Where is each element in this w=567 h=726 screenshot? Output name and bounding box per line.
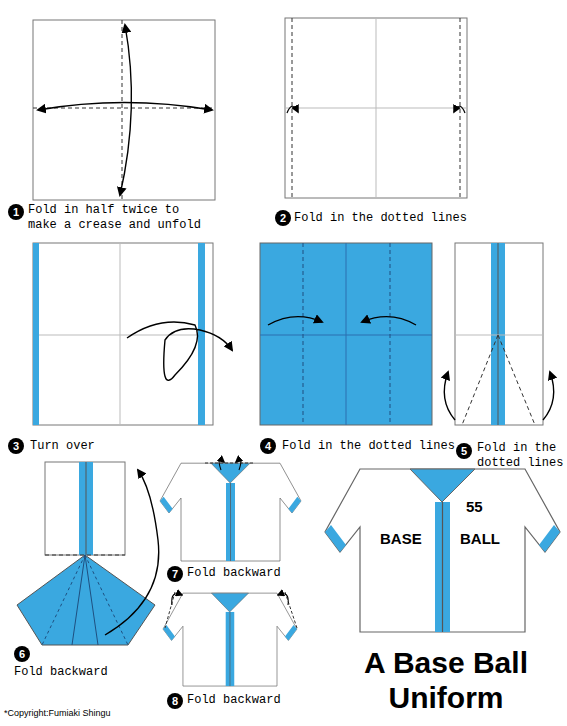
step-number-text: 6 (19, 648, 25, 660)
step-caption: Fold backward (14, 665, 134, 680)
step-number-text: 4 (265, 440, 271, 452)
step-number: 7 (167, 566, 183, 582)
step-number: 3 (8, 438, 24, 454)
step-number-text: 7 (172, 568, 178, 580)
step-caption: Fold in the dotted lines (282, 439, 457, 454)
step-number-text: 8 (172, 695, 178, 707)
title: A Base Ball Uniform (330, 645, 562, 715)
shirt-text: BALL (460, 530, 500, 547)
step-number: 1 (8, 204, 24, 220)
step-number-text: 3 (13, 440, 19, 452)
step-number: 6 (14, 646, 30, 662)
step-number: 2 (275, 210, 291, 226)
step-number: 5 (456, 443, 472, 459)
step-number-text: 5 (461, 445, 467, 457)
step-number: 8 (167, 693, 183, 709)
step-caption: Fold in the dotted lines (477, 441, 565, 471)
step-caption: Fold backward (187, 693, 307, 708)
step-caption: Fold in the dotted lines (294, 211, 474, 226)
step-caption: Fold in half twice to make a crease and … (28, 203, 206, 233)
step-number-text: 2 (280, 212, 286, 224)
step-number: 4 (260, 438, 276, 454)
step-caption: Turn over (30, 439, 150, 454)
step-caption: Fold backward (187, 566, 307, 581)
copyright-note: *Copyright:Fumiaki Shingu (4, 708, 111, 719)
shirt-text: BASE (380, 530, 422, 547)
shirt-text: 55 (466, 498, 483, 515)
step-number-text: 1 (13, 206, 19, 218)
